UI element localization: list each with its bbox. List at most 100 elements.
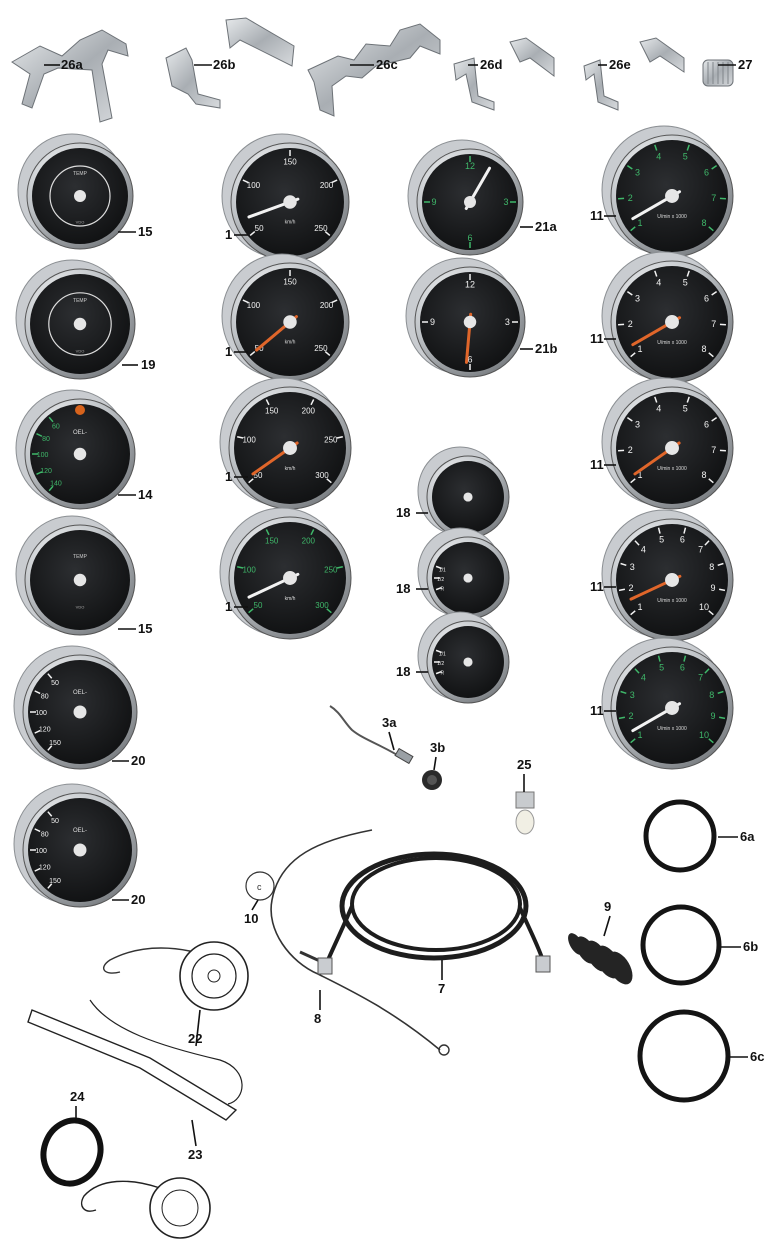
- dial-tick-label: 60: [52, 423, 60, 430]
- dial-hub: [283, 571, 297, 585]
- dial-hub: [463, 573, 472, 582]
- dial-tick-label: 150: [265, 406, 279, 415]
- gauge-18-b: R1/21/1: [418, 528, 509, 619]
- dial-tick-label: 8: [701, 218, 706, 228]
- dial-tick-label: 250: [324, 565, 338, 574]
- dial-subtext: U/min x 1000: [657, 466, 687, 472]
- dial-tick-label: 8: [701, 344, 706, 354]
- dial-tick-label: 100: [37, 452, 49, 459]
- label-1-a: 1: [225, 228, 232, 242]
- label-20-lower: 20: [131, 893, 145, 907]
- dial-subtext: U/min x 1000: [657, 726, 687, 732]
- dial-tick-label: 100: [242, 565, 256, 574]
- dial-oel-label: OEL-: [73, 828, 87, 834]
- bulb-25: [516, 792, 534, 834]
- knurled-knob-27: [703, 60, 733, 86]
- dial-tick-label: 5: [659, 535, 664, 545]
- bracket-26d: [454, 38, 554, 110]
- dial-tick-label: 6: [680, 535, 685, 545]
- label-14: 14: [138, 488, 152, 502]
- sensor-line-drawing-23: [82, 1178, 210, 1238]
- dial-temp-label: TEMP: [73, 298, 88, 304]
- dial-tick-label: 10: [699, 602, 709, 612]
- label-19: 19: [141, 358, 155, 372]
- dial-hub: [74, 318, 86, 330]
- dial-oel-label: OEL-: [73, 430, 87, 436]
- dial-tick-label: 150: [283, 158, 297, 167]
- label-15-lower: 15: [138, 622, 152, 636]
- dial-temp-label: TEMP: [73, 554, 88, 560]
- dial-tick-label: 100: [242, 435, 256, 444]
- dial-tick-label: 100: [247, 301, 261, 310]
- dial-tick-label: 9: [710, 583, 715, 593]
- speedo-cable-7: [318, 854, 550, 974]
- dial-tick-label: 8: [709, 562, 714, 572]
- dial-tick-label: 10: [699, 730, 709, 740]
- label-26a: 26a: [61, 58, 83, 72]
- seal-ring-6a: [646, 802, 714, 870]
- label-23: 23: [188, 1148, 202, 1162]
- label-26e: 26e: [609, 58, 631, 72]
- label-11-d: 11: [590, 580, 604, 594]
- label-9: 9: [604, 900, 611, 914]
- label-6c: 6c: [750, 1050, 764, 1064]
- leader-line: [389, 732, 394, 750]
- dial-tick-label: 7: [711, 319, 716, 329]
- dial-tick-label: 3: [503, 197, 508, 207]
- label-25: 25: [517, 758, 531, 772]
- dial-oel-label: OEL-: [73, 690, 87, 696]
- dial-tick-label: 200: [302, 406, 316, 415]
- dial-tick-label: 8: [709, 690, 714, 700]
- dial-tick-label: 5: [683, 277, 688, 287]
- label-26b: 26b: [213, 58, 235, 72]
- dial-subtext: U/min x 1000: [657, 340, 687, 346]
- dial-tick-label: 150: [265, 536, 279, 545]
- dial-tick-label: 7: [711, 193, 716, 203]
- dial-hub: [283, 315, 296, 328]
- label-21a: 21a: [535, 220, 557, 234]
- label-3a: 3a: [382, 716, 396, 730]
- dial-tick-label: 150: [283, 278, 297, 287]
- dial-hub: [283, 441, 297, 455]
- label-1-c: 1: [225, 470, 232, 484]
- dial-vdo-label: VDO: [76, 605, 85, 610]
- dial-tick-label: 12: [465, 161, 475, 171]
- dial-tick-label: 3: [635, 419, 640, 429]
- leader-line: [434, 757, 436, 770]
- dial-tick-label: 7: [711, 445, 716, 455]
- dial-tick-label: 1: [638, 602, 643, 612]
- leader-line: [604, 916, 610, 936]
- label-7: 7: [438, 982, 445, 996]
- seal-ring-6c: [640, 1012, 728, 1100]
- gauge-18-a: [418, 447, 509, 538]
- gauge-group: TEMPVDOTEMPVDO1401201008060OEL-TEMPVDO15…: [14, 126, 733, 907]
- dial-tick-label: 3: [505, 317, 510, 327]
- gauge-15-lower: TEMP VDO: [16, 516, 135, 635]
- dial-tick-label: 4: [656, 277, 661, 287]
- label-3b: 3b: [430, 741, 445, 755]
- dial-hub: [464, 196, 476, 208]
- dial-subtext: km/h: [285, 596, 296, 602]
- label-18-a: 18: [396, 506, 410, 520]
- label-26c: 26c: [376, 58, 398, 72]
- warning-lamp: [75, 405, 85, 415]
- dial-tick-label: 120: [39, 726, 51, 733]
- bracket-26a: [12, 30, 128, 122]
- speedo-cable-3a: [330, 706, 413, 763]
- dial-hub: [665, 189, 679, 203]
- dial-tick-label: 7: [698, 673, 703, 683]
- dial-subtext: km/h: [285, 219, 296, 225]
- label-18-c: 18: [396, 665, 410, 679]
- dial-tick-label: 4: [656, 403, 661, 413]
- dial-tick-label: 6: [704, 293, 709, 303]
- dial-hub: [463, 492, 472, 501]
- dial-hub: [74, 706, 87, 719]
- dial-hub: [74, 574, 86, 586]
- dial-tick-label: 9: [431, 197, 436, 207]
- label-21b: 21b: [535, 342, 557, 356]
- dial-hub: [665, 701, 679, 715]
